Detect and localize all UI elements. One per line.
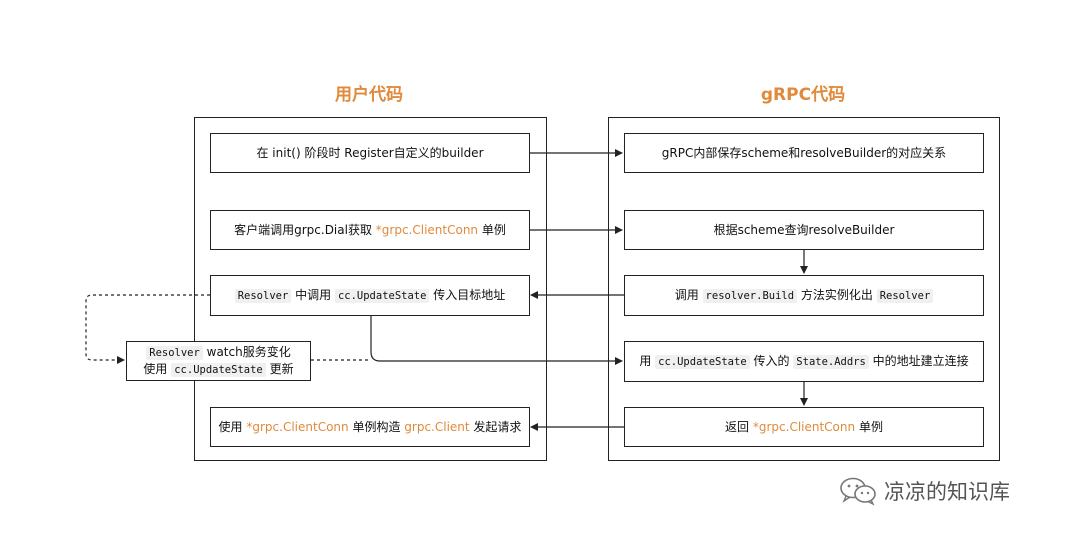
grpc-code-title: gRPC代码 [760,85,846,105]
connect-node: 用 cc.UpdateState 传入的 State.Addrs 中的地址建立连… [624,341,984,382]
resolver-update-mid: 中调用 [291,288,335,303]
resolver-code: Resolver [234,289,292,304]
use-client-node: 使用 *grpc.ClientConn 单例构造 grpc.Client 发起请… [210,407,530,447]
return-post: 单例 [855,420,883,434]
resolver-build-code: resolver.Build [702,289,798,304]
update-state-code: cc.UpdateState [334,289,430,304]
state-addrs-code: State.Addrs [793,355,869,370]
arrow-resolver-to-connect [370,316,623,365]
register-builder-node: 在 init() 阶段时 Register自定义的builder [210,133,530,173]
build-pre: 调用 [674,288,703,303]
dial-text-pre: 客户端调用grpc.Dial获取 [234,223,376,237]
return-pre: 返回 [725,420,753,434]
dial-node: 客户端调用grpc.Dial获取 *grpc.ClientConn 单例 [210,210,530,250]
connect-update-state-code: cc.UpdateState [655,355,750,370]
watch-use-pre: 使用 [143,362,172,376]
dashed-arrow-resolver-to-watch [85,294,210,364]
resolver-watch-node: Resolver watch服务变化 使用 cc.UpdateState 更新 [126,341,311,381]
connect-pre: 用 [639,354,656,369]
dial-text-post: 单例 [478,223,506,237]
build-resolver-code: Resolver [876,289,934,304]
register-builder-text: 在 init() 阶段时 Register自定义的builder [256,146,484,160]
lookup-builder-node: 根据scheme查询resolveBuilder [624,210,984,250]
use-client-clientconn-highlight: *grpc.ClientConn [246,420,349,434]
watch-text: watch服务变化 [202,345,291,360]
resolver-update-post: 传入目标地址 [429,288,506,303]
resolver-update-node: Resolver 中调用 cc.UpdateState 传入目标地址 [210,275,530,316]
use-client-pre: 使用 [218,420,247,434]
wechat-icon [840,477,876,506]
build-resolver-node: 调用 resolver.Build 方法实例化出 Resolver [624,275,984,316]
watch-update-state-code: cc.UpdateState [171,363,266,377]
user-code-title: 用户代码 [335,85,403,105]
watch-update-post: 更新 [265,362,294,376]
build-mid: 方法实例化出 [797,288,877,303]
save-mapping-text: gRPC内部保存scheme和resolveBuilder的对应关系 [661,146,947,160]
watermark: 凉凉的知识库 [838,476,1010,506]
return-clientconn-highlight: *grpc.ClientConn [752,420,856,434]
lookup-builder-text: 根据scheme查询resolveBuilder [713,223,895,237]
watermark-text: 凉凉的知识库 [884,480,1010,504]
dial-clientconn-highlight: *grpc.ClientConn [375,223,479,237]
return-clientconn-node: 返回 *grpc.ClientConn 单例 [624,407,984,447]
connect-post: 中的地址建立连接 [868,354,969,369]
connect-mid: 传入的 [749,354,794,369]
use-client-post: 发起请求 [469,420,522,434]
watch-resolver-code: Resolver [146,346,203,361]
use-client-grpcclient-highlight: grpc.Client [404,420,470,434]
use-client-mid: 单例构造 [348,420,405,434]
save-mapping-node: gRPC内部保存scheme和resolveBuilder的对应关系 [624,133,984,173]
